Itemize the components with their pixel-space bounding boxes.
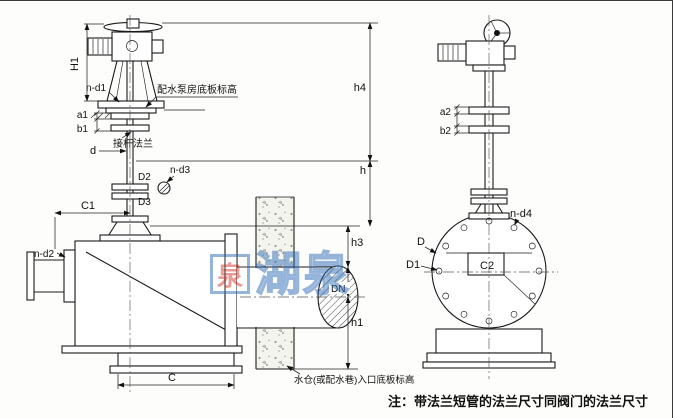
note-sump-floor: 水仓(或配水巷)入口底板标高 bbox=[294, 374, 414, 386]
dim-label-H1: H1 bbox=[69, 57, 81, 71]
valve-base bbox=[61, 345, 243, 374]
actuator-side-view bbox=[87, 18, 164, 62]
dim-label-C2: C2 bbox=[480, 260, 494, 272]
right-view: a2 b2 n-d4 D D1 C2 bbox=[406, 15, 558, 379]
dim-label-C1: C1 bbox=[81, 200, 95, 212]
dim-label-n-d1: n-d1 bbox=[86, 83, 106, 94]
valve-body bbox=[26, 233, 238, 354]
dim-label-D2: D2 bbox=[138, 172, 151, 183]
dim-label-n-d4: n-d4 bbox=[510, 208, 532, 220]
dim-label-h3: h3 bbox=[351, 237, 363, 249]
dim-label-D: D bbox=[417, 236, 425, 248]
actuator-front-view bbox=[437, 19, 516, 72]
dim-label-n-d2: n-d2 bbox=[34, 249, 54, 260]
dim-label-D3: D3 bbox=[138, 197, 151, 208]
note-rod-flange: 接杆法兰 bbox=[113, 137, 153, 150]
dim-label-h4: h4 bbox=[354, 82, 366, 94]
drawing-note: 注：带法兰短管的法兰尺寸同阀门的法兰尺寸 bbox=[388, 394, 648, 409]
dim-label-C: C bbox=[168, 372, 176, 384]
dim-label-D1: D1 bbox=[406, 259, 420, 271]
dim-label-h: h bbox=[360, 165, 366, 177]
right-view-dimensions: a2 b2 n-d4 D D1 C2 bbox=[406, 104, 532, 272]
dim-label-b2: b2 bbox=[440, 126, 452, 137]
dim-label-h1: h1 bbox=[351, 317, 363, 329]
left-view-dimensions: H1 n-d1 配水泵房底板标高 a1 b1 接杆法兰 d D2 bbox=[34, 22, 414, 389]
dim-label-b1: b1 bbox=[77, 124, 89, 135]
dim-label-a2: a2 bbox=[440, 107, 452, 118]
dim-label-d: d bbox=[90, 145, 96, 157]
dim-label-DN: DN bbox=[331, 284, 345, 295]
dim-label-n-d3: n-d3 bbox=[170, 165, 190, 176]
note-pump-house-floor: 配水泵房底板标高 bbox=[157, 83, 237, 96]
dim-label-a1: a1 bbox=[77, 110, 89, 121]
left-view: H1 n-d1 配水泵房底板标高 a1 b1 接杆法兰 d D2 bbox=[26, 15, 414, 393]
